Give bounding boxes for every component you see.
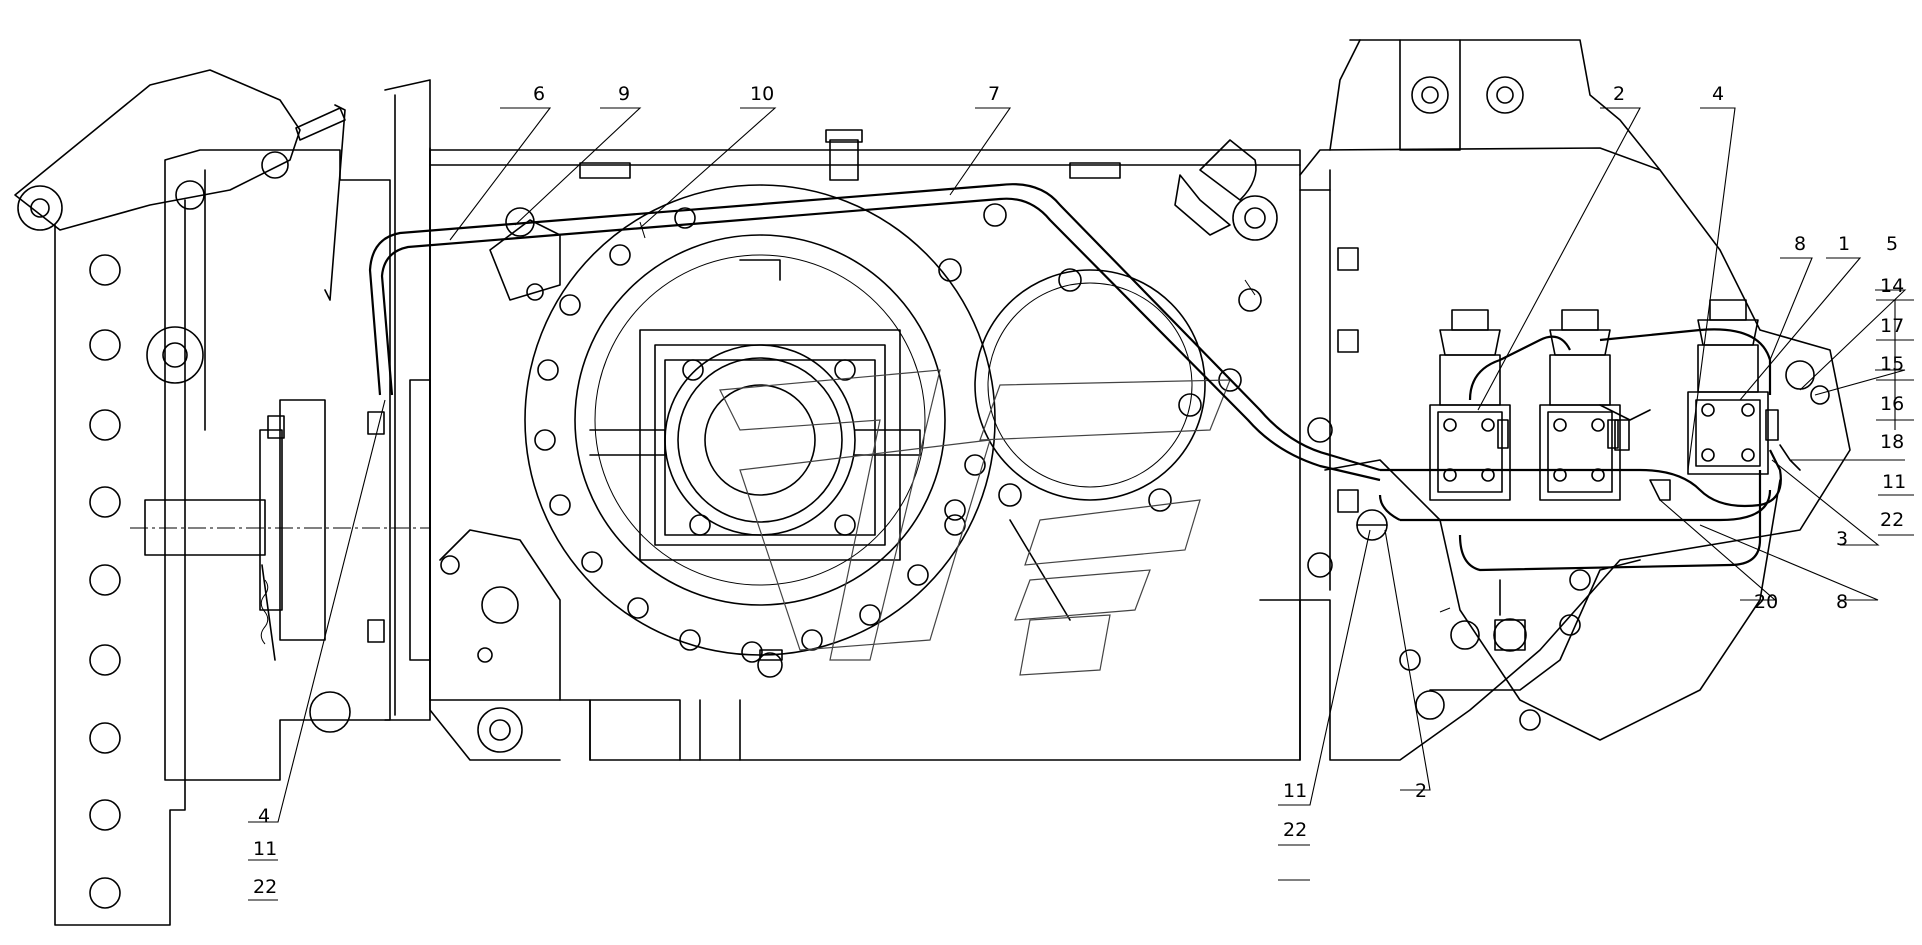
callout-22-right: 22 bbox=[1880, 509, 1904, 531]
callout-11-right: 11 bbox=[1882, 471, 1906, 493]
left-hitch-assembly bbox=[14, 69, 431, 926]
callout-8-top: 8 bbox=[1794, 233, 1806, 255]
callout-17: 17 bbox=[1880, 315, 1904, 337]
center-gearbox-housing bbox=[429, 129, 1301, 761]
callout-labels: 6 9 10 7 2 4 8 1 5 14 17 15 16 18 11 22 … bbox=[253, 83, 1906, 898]
callout-2-bottom: 2 bbox=[1415, 780, 1427, 802]
solenoid-valve-3 bbox=[1687, 299, 1779, 475]
callout-9: 9 bbox=[618, 83, 630, 105]
callout-18: 18 bbox=[1880, 431, 1904, 453]
callout-6: 6 bbox=[533, 83, 545, 105]
solenoid-valve-1 bbox=[1429, 309, 1511, 501]
callout-22-middle: 22 bbox=[1283, 819, 1307, 841]
solenoid-valve-2 bbox=[1539, 309, 1621, 501]
callout-5: 5 bbox=[1886, 233, 1898, 255]
callout-leaders bbox=[248, 107, 1914, 901]
callout-20: 20 bbox=[1754, 591, 1778, 613]
callout-14: 14 bbox=[1880, 275, 1904, 297]
callout-22-left: 22 bbox=[253, 876, 277, 898]
callout-1: 1 bbox=[1838, 233, 1850, 255]
callout-4-left: 4 bbox=[258, 805, 270, 827]
callout-8-bottom: 8 bbox=[1836, 591, 1848, 613]
bolt-circle bbox=[534, 207, 986, 663]
callout-11-middle: 11 bbox=[1283, 780, 1307, 802]
callout-16: 16 bbox=[1880, 393, 1904, 415]
callout-11-left: 11 bbox=[253, 838, 277, 860]
callout-15: 15 bbox=[1880, 353, 1904, 375]
callout-3: 3 bbox=[1836, 528, 1848, 550]
callout-10: 10 bbox=[750, 83, 774, 105]
hydraulic-tube-lines bbox=[368, 139, 1381, 482]
callout-7: 7 bbox=[988, 83, 1000, 105]
callout-2-top: 2 bbox=[1613, 83, 1625, 105]
watermark-logo bbox=[719, 369, 1231, 676]
callout-4-top: 4 bbox=[1712, 83, 1724, 105]
right-rear-housing bbox=[1299, 39, 1851, 761]
